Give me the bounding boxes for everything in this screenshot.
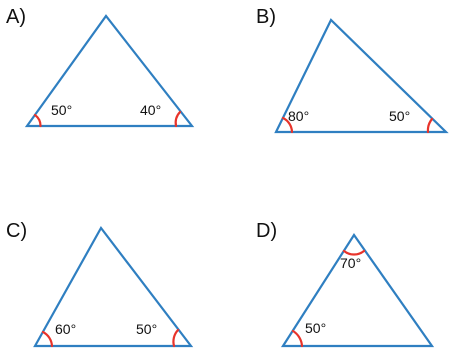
option-a-right-angle-label: 40° bbox=[140, 102, 161, 118]
option-b-right-angle-label: 50° bbox=[389, 108, 410, 124]
option-d-top-angle-label: 70° bbox=[340, 255, 361, 271]
option-b[interactable]: B) 80° 50° bbox=[256, 6, 449, 134]
option-b-left-angle-arc bbox=[281, 116, 294, 134]
option-a-triangle bbox=[24, 14, 195, 128]
option-c-left-angle-arc bbox=[41, 330, 54, 348]
option-b-label: B) bbox=[256, 6, 276, 28]
option-c-label: C) bbox=[6, 220, 27, 242]
option-c-triangle bbox=[33, 226, 194, 348]
option-d[interactable]: D) 70° 50° bbox=[256, 220, 435, 348]
option-a-label: A) bbox=[6, 6, 26, 28]
option-b-left-angle-label: 80° bbox=[288, 108, 309, 124]
option-a[interactable]: A) 50° 40° bbox=[6, 6, 195, 128]
option-d-bottom-angle-label: 50° bbox=[305, 320, 326, 336]
option-d-bottom-angle-arc bbox=[291, 329, 304, 348]
option-d-triangle bbox=[280, 233, 435, 348]
option-b-triangle bbox=[274, 18, 449, 134]
option-c-left-angle-label: 60° bbox=[55, 321, 76, 337]
option-a-right-angle-arc bbox=[174, 110, 182, 128]
option-c-right-angle-arc bbox=[172, 328, 180, 348]
option-c-right-angle-label: 50° bbox=[136, 321, 157, 337]
option-d-label: D) bbox=[256, 220, 277, 242]
option-b-right-angle-arc bbox=[426, 117, 434, 134]
option-d-top-angle-arc bbox=[342, 249, 366, 256]
option-a-left-angle-label: 50° bbox=[51, 102, 72, 118]
option-c[interactable]: C) 60° 50° bbox=[6, 220, 194, 348]
option-a-left-angle-arc bbox=[33, 113, 42, 128]
